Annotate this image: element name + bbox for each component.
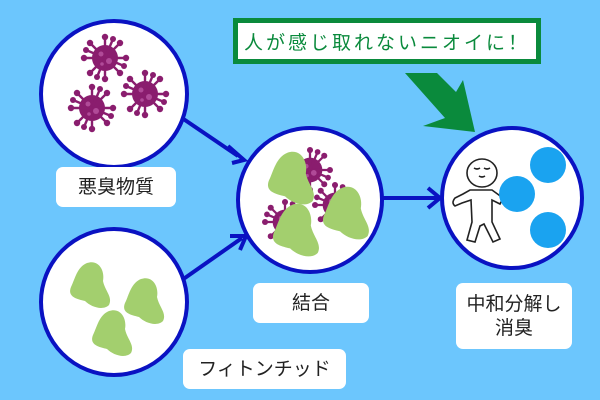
odor-node xyxy=(39,19,189,169)
result-dots xyxy=(499,147,566,248)
arrow-phytoncide-to-bond xyxy=(180,234,250,282)
result-node xyxy=(440,126,584,270)
callout-box: 人が感じ取れないニオイに！ xyxy=(233,18,541,64)
bond-label: 結合 xyxy=(253,283,369,323)
result-label-line2: 消臭 xyxy=(494,317,533,339)
bond-label-text: 結合 xyxy=(291,292,330,314)
arrow-odor-to-bond xyxy=(180,116,249,165)
result-label-line1: 中和分解し xyxy=(466,293,562,315)
odor-label-text: 悪臭物質 xyxy=(77,176,154,198)
result-label: 中和分解し 消臭 xyxy=(456,283,572,349)
phytoncide-label-text: フィトンチッド xyxy=(198,358,331,380)
phytoncide-label: フィトンチッド xyxy=(183,349,346,389)
callout-tail-icon xyxy=(405,73,475,132)
person-icon xyxy=(452,158,505,244)
arrow-bond-to-result xyxy=(382,186,444,210)
callout-text: 人が感じ取れないニオイに！ xyxy=(243,31,530,54)
bond-node xyxy=(236,126,384,274)
phytoncide-node xyxy=(39,227,189,377)
odor-label: 悪臭物質 xyxy=(56,167,176,207)
